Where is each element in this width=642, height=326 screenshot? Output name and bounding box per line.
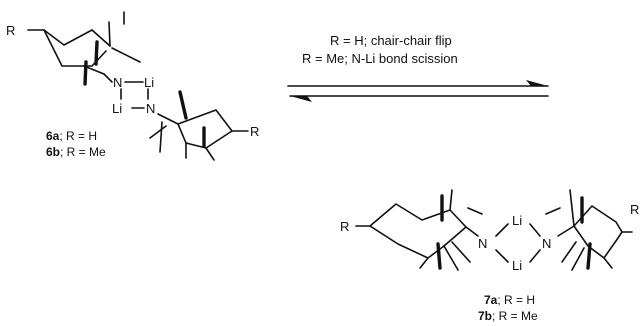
ring-bond xyxy=(205,147,215,161)
condition-line-1: R = H; chair-chair flip xyxy=(330,33,452,48)
ring-to-n-bond xyxy=(103,73,113,83)
methyl-bond xyxy=(149,125,167,139)
axial-methyl-bond xyxy=(436,242,442,270)
lithium-label: Li xyxy=(144,75,154,90)
ring-bond xyxy=(557,205,623,237)
axial-methyl-bond xyxy=(586,242,592,270)
equilibrium-arrow: R = H; chair-chair flip R = Me; N-Li bon… xyxy=(287,33,549,102)
n-li-bond xyxy=(529,223,541,237)
axial-methyl-bond xyxy=(83,60,88,86)
n-li-bond xyxy=(495,249,509,263)
lithium-label: Li xyxy=(512,258,522,273)
ring-bond xyxy=(157,109,233,149)
forward-arrowhead xyxy=(526,80,548,86)
methyl-bond xyxy=(419,257,429,269)
nitrogen-label: N xyxy=(146,101,155,116)
r-substituent-top: R xyxy=(6,23,15,38)
methyl-bond xyxy=(603,257,613,269)
methyl-bond xyxy=(443,245,459,271)
caption-7a: 7a; R = H xyxy=(484,293,535,307)
left-ring-bonds xyxy=(355,189,483,271)
caption-6a: 6a; R = H xyxy=(46,129,97,143)
caption-6b: 6b; R = Me xyxy=(46,145,106,159)
ring-bond xyxy=(43,29,107,67)
axial-methyl-bond xyxy=(94,40,99,66)
ring-bond xyxy=(27,29,93,46)
r-substituent-left: R xyxy=(340,219,349,234)
methyl-bond xyxy=(545,207,561,215)
methyl-bond xyxy=(569,189,575,227)
right-ring-bonds xyxy=(545,189,633,271)
ring-bond xyxy=(177,123,187,144)
condition-line-2: R = Me; N-Li bond scission xyxy=(302,51,458,66)
r-substituent-right: R xyxy=(630,202,639,217)
ring-to-n-bond xyxy=(465,226,479,237)
ring-bond xyxy=(91,29,111,47)
nli-core xyxy=(120,81,149,109)
nli-core-right xyxy=(495,223,541,263)
methyl-bond xyxy=(159,121,163,153)
methyl-bond xyxy=(561,241,577,263)
methyl-bond xyxy=(111,47,141,63)
methyl-bond xyxy=(467,207,483,215)
nitrogen-label: N xyxy=(542,236,551,251)
methyl-bond xyxy=(571,247,585,271)
ring-bond xyxy=(355,203,467,259)
nitrogen-label: N xyxy=(478,236,487,251)
lithium-label: Li xyxy=(512,213,522,228)
r-substituent-bottom: R xyxy=(250,124,259,139)
n-li-bond xyxy=(529,249,541,263)
dimer-7-structure: R N Li Li N R 7a; R = H 7b; R = Me xyxy=(340,189,639,323)
methyl-bond xyxy=(449,189,453,211)
axial-methyl-bond xyxy=(178,90,188,120)
lower-ring-bonds xyxy=(149,90,249,161)
caption-7b: 7b; R = Me xyxy=(478,309,538,323)
n-li-bond xyxy=(495,223,509,237)
methyl-bond xyxy=(108,21,111,47)
lithium-label: Li xyxy=(112,101,122,116)
nitrogen-label: N xyxy=(113,75,122,90)
methyl-bond xyxy=(451,241,471,263)
dimer-6-structure: R N Li Li N R 6a; R = H 6b; R = Me xyxy=(6,11,259,161)
upper-ring-bonds xyxy=(27,11,141,86)
reverse-arrowhead xyxy=(290,96,312,102)
